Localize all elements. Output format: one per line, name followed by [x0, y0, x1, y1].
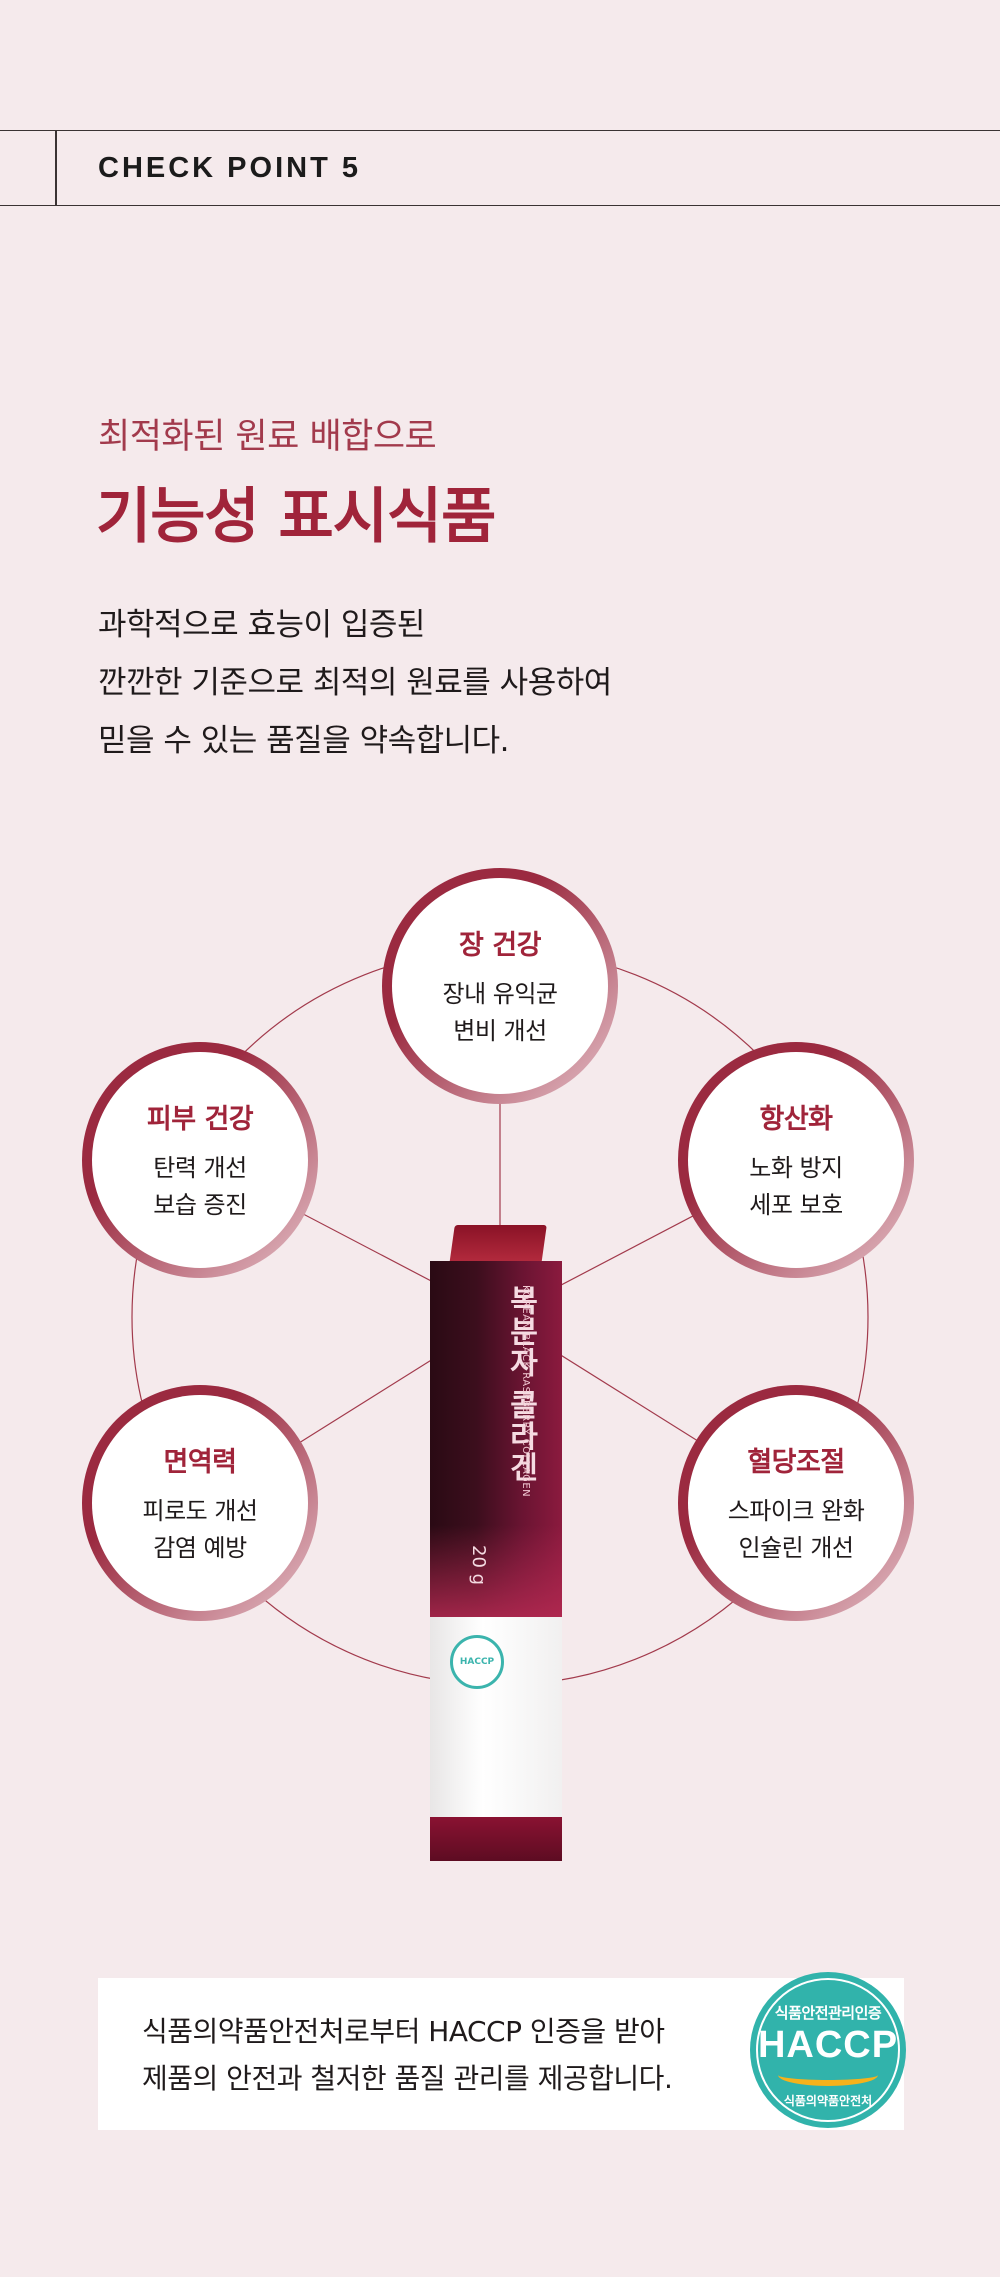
check-point-divider	[55, 131, 57, 205]
check-point-bar: CHECK POINT 5	[0, 130, 1000, 206]
benefit-gut-health: 장 건강 장내 유익균 변비 개선	[382, 868, 618, 1104]
benefit-line: 노화 방지	[749, 1153, 843, 1182]
benefit-line: 변비 개선	[453, 1016, 547, 1045]
haccp-badge-icon: 식품안전관리인증 HACCP 식품의약품안전처	[750, 1972, 906, 2128]
benefit-title: 피부 건강	[146, 1103, 254, 1135]
benefit-line: 피로도 개선	[142, 1496, 258, 1525]
benefit-skin-health: 피부 건강 탄력 개선 보습 증진	[82, 1042, 318, 1278]
description-line: 믿을 수 있는 품질을 약속합니다.	[98, 723, 510, 759]
benefit-inner: 혈당조절 스파이크 완화 인슐린 개선	[688, 1395, 904, 1611]
benefit-line: 탄력 개선	[153, 1153, 247, 1182]
benefit-line: 세포 보호	[749, 1190, 843, 1219]
benefit-inner: 면역력 피로도 개선 감염 예방	[92, 1395, 308, 1611]
benefit-inner: 장 건강 장내 유익균 변비 개선	[392, 878, 608, 1094]
haccp-badge-bottom: 식품의약품안전처	[783, 2094, 873, 2108]
product-stick-image: 복분자 콜라겐 KOREAN BLACK RASPBERRY COLLAGEN …	[420, 1225, 572, 1875]
benefit-inner: 피부 건강 탄력 개선 보습 증진	[92, 1052, 308, 1268]
certification-box: 식품의약품안전처로부터 HACCP 인증을 받아 제품의 안전과 철저한 품질 …	[98, 1972, 906, 2130]
benefit-inner: 항산화 노화 방지 세포 보호	[688, 1052, 904, 1268]
certification-line: 식품의약품안전처로부터 HACCP 인증을 받아	[142, 2015, 665, 2048]
product-weight: 20 g	[468, 1545, 489, 1586]
description-line: 깐깐한 기준으로 최적의 원료를 사용하여	[98, 665, 612, 701]
stick-bottom-seal	[430, 1817, 562, 1861]
benefit-title: 항산화	[759, 1103, 833, 1135]
benefit-line: 인슐린 개선	[738, 1533, 854, 1562]
certification-line: 제품의 안전과 철저한 품질 관리를 제공합니다.	[142, 2062, 673, 2095]
haccp-mini-icon: HACCP	[450, 1635, 504, 1689]
stick-gradient	[430, 1525, 562, 1635]
benefit-title: 혈당조절	[747, 1446, 845, 1478]
benefit-blood-sugar: 혈당조절 스파이크 완화 인슐린 개선	[678, 1385, 914, 1621]
benefit-immunity: 면역력 피로도 개선 감염 예방	[82, 1385, 318, 1621]
stick-top-seal	[449, 1225, 547, 1265]
product-name-en: KOREAN BLACK RASPBERRY COLLAGEN	[520, 1285, 531, 1498]
product-name: 복분자 콜라겐	[503, 1285, 538, 1483]
haccp-badge-main: HACCP	[757, 2024, 899, 2066]
section-description: 과학적으로 효능이 입증된 깐깐한 기준으로 최적의 원료를 사용하여 믿을 수…	[98, 596, 612, 770]
benefit-line: 스파이크 완화	[727, 1496, 865, 1525]
benefit-line: 보습 증진	[153, 1190, 247, 1219]
benefit-diagram: 장 건강 장내 유익균 변비 개선 피부 건강 탄력 개선 보습 증진 항산화 …	[0, 840, 1000, 1890]
haccp-badge-ring	[756, 1978, 900, 2122]
benefit-antioxidant: 항산화 노화 방지 세포 보호	[678, 1042, 914, 1278]
haccp-badge-swoosh	[778, 2064, 878, 2086]
haccp-badge-top: 식품안전관리인증	[774, 2004, 882, 2022]
benefit-title: 장 건강	[459, 929, 541, 961]
check-point-label: CHECK POINT 5	[98, 151, 361, 184]
section-subtitle: 최적화된 원료 배합으로	[98, 417, 437, 457]
certification-text: 식품의약품안전처로부터 HACCP 인증을 받아 제품의 안전과 철저한 품질 …	[142, 2008, 673, 2102]
description-line: 과학적으로 효능이 입증된	[98, 607, 425, 643]
section-title: 기능성 표시식품	[96, 482, 496, 552]
benefit-line: 장내 유익균	[442, 979, 558, 1008]
benefit-line: 감염 예방	[153, 1533, 247, 1562]
benefit-title: 면역력	[163, 1446, 237, 1478]
